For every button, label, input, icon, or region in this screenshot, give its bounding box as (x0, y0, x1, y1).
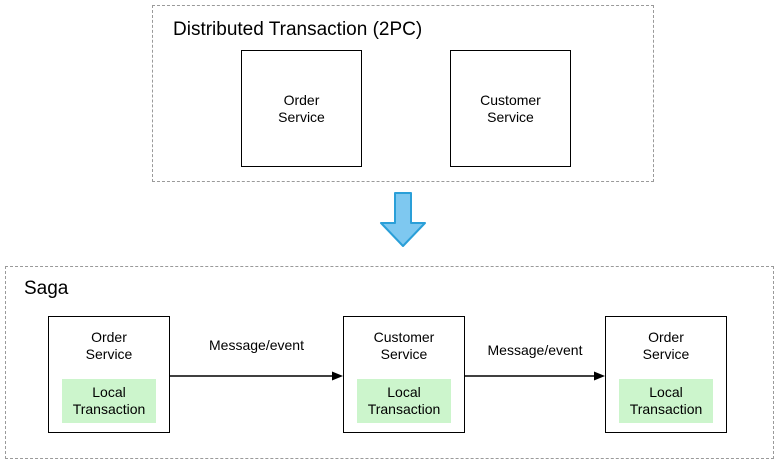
service-box-order-2pc: Order Service (241, 50, 362, 167)
down-arrow-icon (378, 192, 428, 248)
group-saga-title: Saga (24, 278, 69, 299)
service-box-order-saga-2-label: Order Service (642, 329, 690, 362)
message-event-label-1: Message/event (209, 337, 304, 353)
service-box-customer-saga: Customer Service Local Transaction (343, 316, 465, 433)
group-distributed-transaction: Distributed Transaction (2PC) (152, 5, 654, 182)
local-transaction-chip-3: Local Transaction (619, 379, 713, 423)
service-box-customer-2pc: Customer Service (450, 50, 571, 167)
service-box-customer-2pc-label: Customer Service (480, 91, 541, 125)
local-transaction-chip-2: Local Transaction (357, 379, 451, 423)
message-arrow-icon-2 (465, 369, 605, 383)
group-saga: Saga (5, 266, 774, 459)
local-transaction-chip-1: Local Transaction (62, 379, 156, 423)
service-box-customer-saga-label: Customer Service (373, 329, 435, 362)
message-event-label-2: Message/event (487, 342, 583, 358)
service-box-order-2pc-label: Order Service (278, 91, 325, 125)
service-box-order-saga-1-label: Order Service (85, 329, 133, 362)
service-box-order-saga-2: Order Service Local Transaction (605, 316, 727, 433)
message-arrow-icon-1 (170, 369, 343, 383)
group-distributed-transaction-title: Distributed Transaction (2PC) (173, 19, 423, 40)
service-box-order-saga-1: Order Service Local Transaction (48, 316, 170, 433)
